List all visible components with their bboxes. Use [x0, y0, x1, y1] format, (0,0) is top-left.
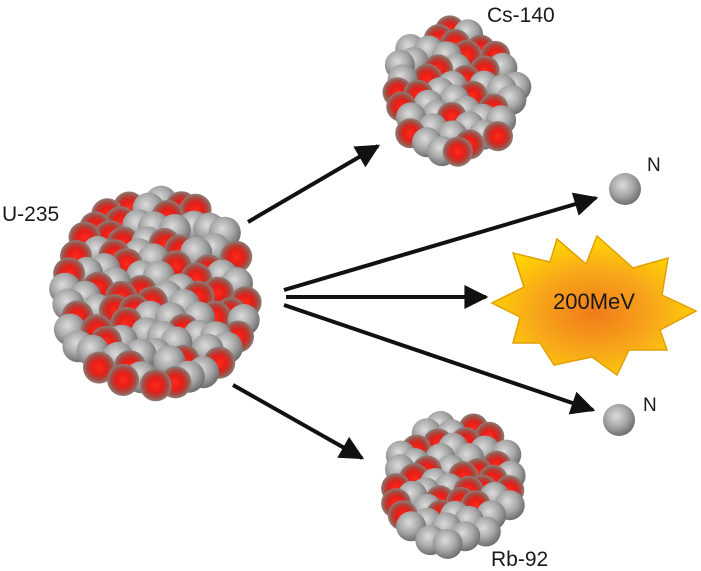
free-neutron-upper [609, 173, 641, 205]
arrow-to-rb92 [232, 383, 365, 460]
proton-ball [83, 351, 115, 384]
rubidium-fragment-nucleus [381, 411, 526, 559]
cs140-label: Cs-140 [487, 4, 555, 27]
fission-arrows [232, 144, 599, 460]
u235-label: U-235 [2, 203, 59, 226]
free-neutron-lower [603, 404, 635, 436]
neutron-ball [432, 528, 463, 559]
arrow-to-cs140 [246, 144, 381, 224]
cesium-fragment-nucleus [382, 15, 532, 167]
proton-ball [483, 121, 513, 152]
proton-ball [442, 136, 473, 167]
arrow-to-neutron-lower [283, 303, 596, 415]
neutron-label-upper: N [647, 155, 661, 176]
energy-burst-icon [490, 234, 698, 377]
neutron-label-lower: N [643, 395, 657, 416]
arrow-to-neutron-upper [283, 192, 599, 292]
proton-ball [139, 369, 172, 402]
proton-ball [107, 364, 140, 396]
rb92-label: Rb-92 [491, 548, 548, 571]
energy-label: 200MeV [553, 289, 635, 314]
uranium-nucleus [49, 185, 262, 402]
